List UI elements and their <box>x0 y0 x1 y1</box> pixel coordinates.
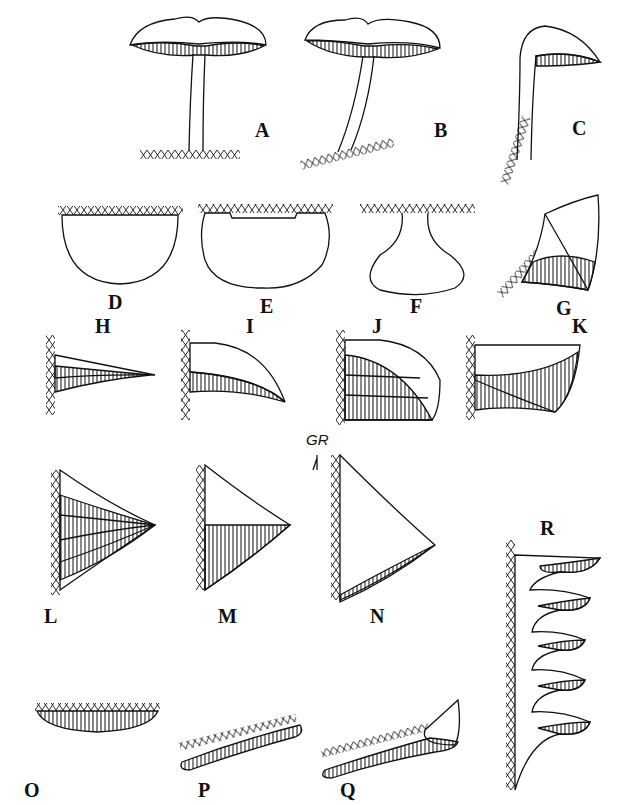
figure-letter: F <box>410 296 422 316</box>
figure-letter: N <box>370 606 384 626</box>
figure-letter: A <box>255 120 269 140</box>
figure-letter: E <box>260 296 273 316</box>
figure-letter: D <box>108 292 122 312</box>
figure-letter: G <box>556 298 572 318</box>
figure-letter: B <box>434 120 447 140</box>
figure-letter: M <box>218 606 237 626</box>
figure-letter: I <box>246 316 254 336</box>
figure-letter: H <box>95 316 111 336</box>
figure-letter: R <box>540 518 554 538</box>
figure-letter: P <box>198 780 210 800</box>
figure-letter: J <box>372 316 382 336</box>
artist-signature: GR <box>306 432 329 447</box>
figure-letter: C <box>572 118 586 138</box>
figure-letter: O <box>24 780 40 800</box>
figure-letter: L <box>44 606 57 626</box>
figure-letter: Q <box>340 780 356 800</box>
figure-letter: K <box>572 316 588 336</box>
